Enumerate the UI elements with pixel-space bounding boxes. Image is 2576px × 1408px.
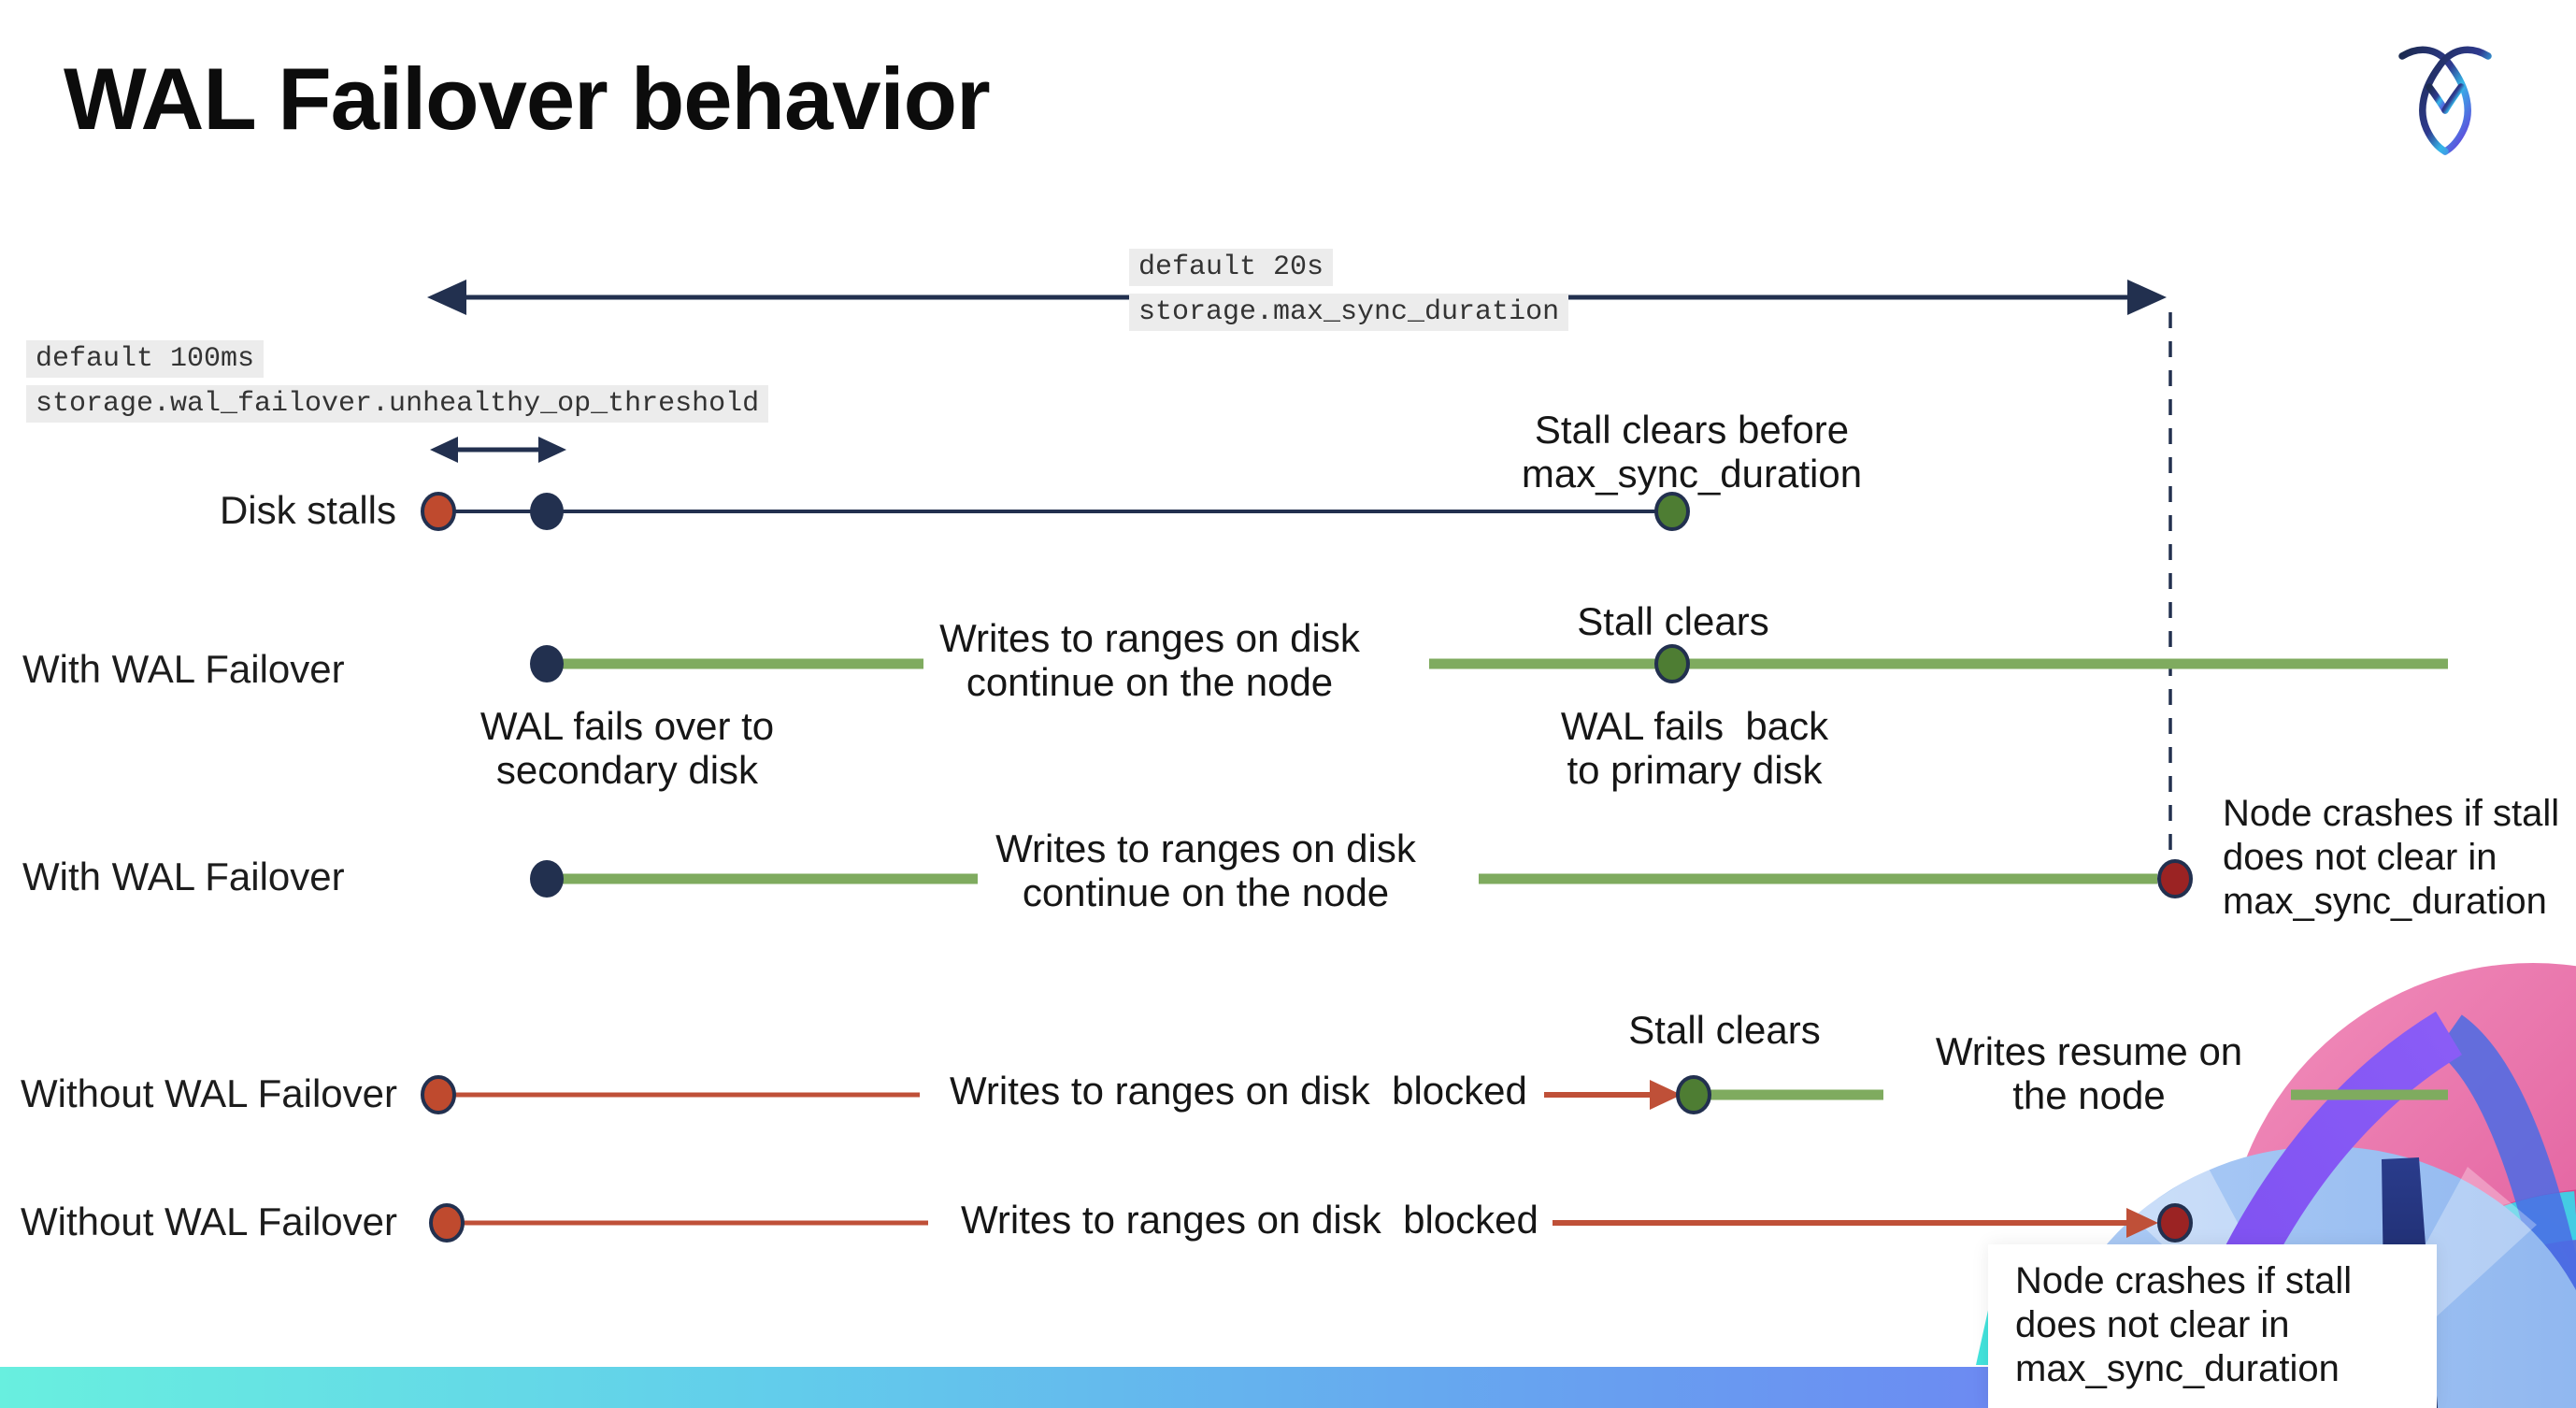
- node-crashes-row5-note: Node crashes if stall does not clear in …: [2015, 1260, 2353, 1389]
- max-sync-duration-label: default 20s storage.max_sync_duration: [1129, 249, 1569, 331]
- cockroachdb-logo-icon: [2398, 46, 2492, 155]
- row1-stall-start-dot: [421, 492, 456, 531]
- row3-label: With WAL Failover: [22, 855, 345, 898]
- wal-fails-back-note: WAL fails back to primary disk: [1560, 704, 1829, 792]
- row2-failover-dot: [530, 645, 564, 682]
- row5-label: Without WAL Failover: [21, 1200, 397, 1243]
- writes-blocked-row4-note: Writes to ranges on disk blocked: [950, 1069, 1527, 1113]
- unhealthy-op-threshold-label: default 100ms storage.wal_failover.unhea…: [26, 340, 769, 423]
- node-crash-callout-box: [1988, 1244, 2437, 1408]
- stall-clears-row2-note: Stall clears: [1577, 599, 1769, 643]
- writes-continue-row2-note: Writes to ranges on disk continue on the…: [939, 616, 1360, 704]
- writes-continue-row3-note: Writes to ranges on disk continue on the…: [995, 826, 1416, 914]
- row1-failover-threshold-dot: [530, 493, 564, 530]
- row1-label: Disk stalls: [219, 488, 396, 532]
- row2-label: With WAL Failover: [22, 647, 345, 691]
- writes-resume-note: Writes resume on the node: [1935, 1029, 2243, 1117]
- arrow-right-head-icon: [2127, 280, 2167, 315]
- row4-stall-start-dot: [421, 1075, 456, 1114]
- max-sync-setting-name: storage.max_sync_duration: [1129, 294, 1569, 331]
- row4-label: Without WAL Failover: [21, 1071, 397, 1115]
- row3-node-crash-dot: [2157, 859, 2193, 898]
- row3-failover-dot: [530, 860, 564, 898]
- art-blue-arc: [2435, 1014, 2576, 1296]
- row4-stall-clears-dot: [1676, 1075, 1711, 1114]
- row1-stall-clears-dot: [1654, 492, 1690, 531]
- arrow-left-head-icon: [427, 280, 466, 315]
- red-arrow-head-icon: [1650, 1080, 1682, 1110]
- arrow-left-head-icon: [430, 437, 458, 463]
- row5-stall-start-dot: [429, 1203, 465, 1243]
- wal-fails-over-note: WAL fails over to secondary disk: [479, 704, 775, 792]
- page-title: WAL Failover behavior: [64, 50, 991, 148]
- row2-stall-clears-dot: [1654, 644, 1690, 683]
- max-sync-default-value: default 20s: [1129, 249, 1334, 286]
- stall-clears-before-note: Stall clears before max_sync_duration: [1521, 408, 1863, 496]
- node-crashes-row3-note: Node crashes if stall does not clear in …: [2223, 793, 2560, 922]
- writes-blocked-row5-note: Writes to ranges on disk blocked: [961, 1198, 1538, 1242]
- unhealthy-default-value: default 100ms: [26, 340, 265, 378]
- unhealthy-setting-name: storage.wal_failover.unhealthy_op_thresh…: [26, 385, 769, 423]
- arrow-right-head-icon: [538, 437, 566, 463]
- stall-clears-row4-note: Stall clears: [1628, 1008, 1821, 1052]
